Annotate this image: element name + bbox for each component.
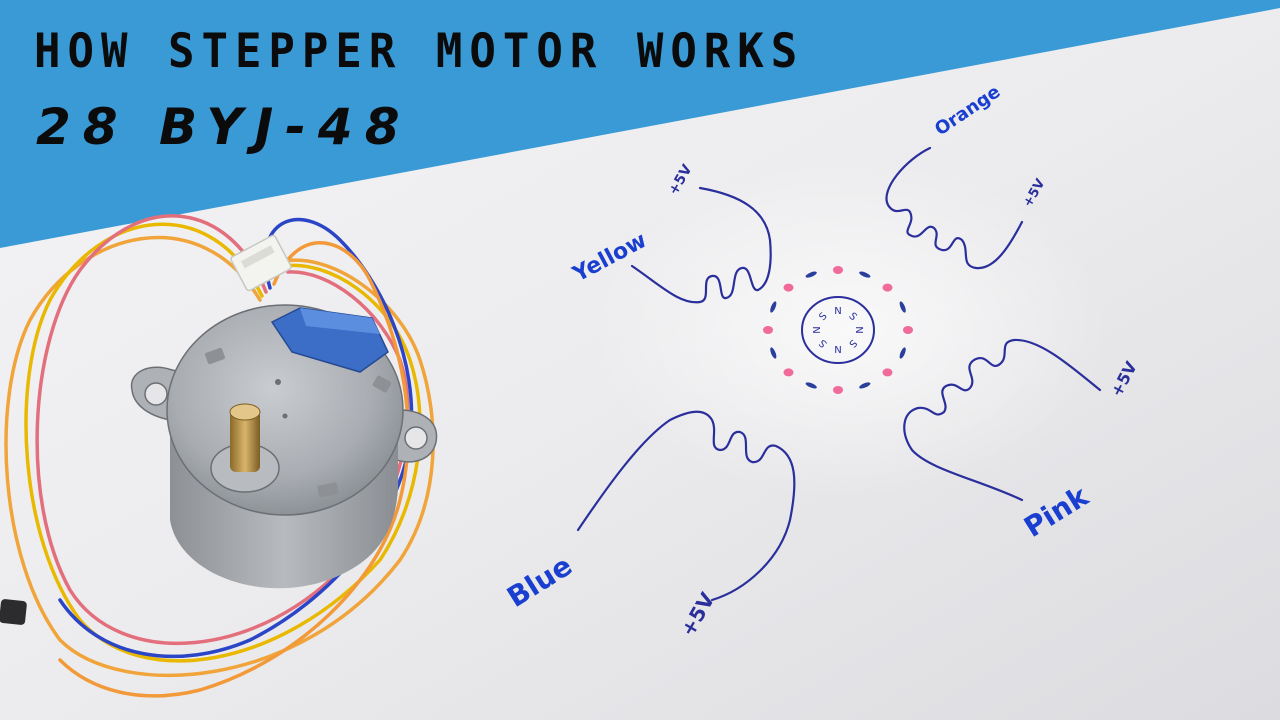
stator-mark [783, 368, 794, 377]
rotor-pole-label: N [834, 343, 841, 354]
light-glare [590, 160, 1110, 500]
wire-connector [230, 234, 292, 292]
stator-mark [882, 283, 893, 292]
motor-model: 28 BYJ-48 [36, 98, 412, 156]
flange-hole-right [404, 426, 428, 450]
stator-mark [899, 301, 906, 313]
rotor-pole-label: N [834, 306, 841, 317]
motor-wire [24, 222, 422, 663]
flange-hole-left [144, 382, 168, 406]
stator-mark [899, 347, 906, 359]
edge-cable [0, 599, 27, 625]
title-banner [0, 0, 1280, 248]
motor-wire [58, 241, 410, 698]
stator-mark [770, 301, 777, 313]
rotor-pole-label: N [812, 326, 823, 333]
stator-mark [859, 382, 871, 389]
stator-mark [805, 271, 817, 278]
stator-mark [833, 386, 843, 394]
stator-ring [763, 266, 913, 394]
stator-mark [859, 271, 871, 278]
coil-pink [903, 338, 1102, 502]
stator-mark [805, 382, 817, 389]
stator-mark [770, 347, 777, 359]
stator-mark [763, 326, 773, 334]
stator-mark [903, 326, 913, 334]
stator-mark [833, 266, 843, 274]
rotor-circle [801, 296, 875, 364]
rotor-pole-label: N [853, 326, 864, 333]
video-title: HOW STEPPER MOTOR WORKS [34, 24, 805, 80]
stator-mark [882, 368, 893, 377]
coil-orange [885, 146, 1024, 270]
coil-blue [576, 410, 796, 602]
motor-shaft [230, 410, 260, 472]
stator-mark [783, 283, 794, 292]
coil-yellow [630, 186, 772, 304]
coil-diagram [576, 146, 1102, 602]
stepper-motor [4, 214, 438, 698]
